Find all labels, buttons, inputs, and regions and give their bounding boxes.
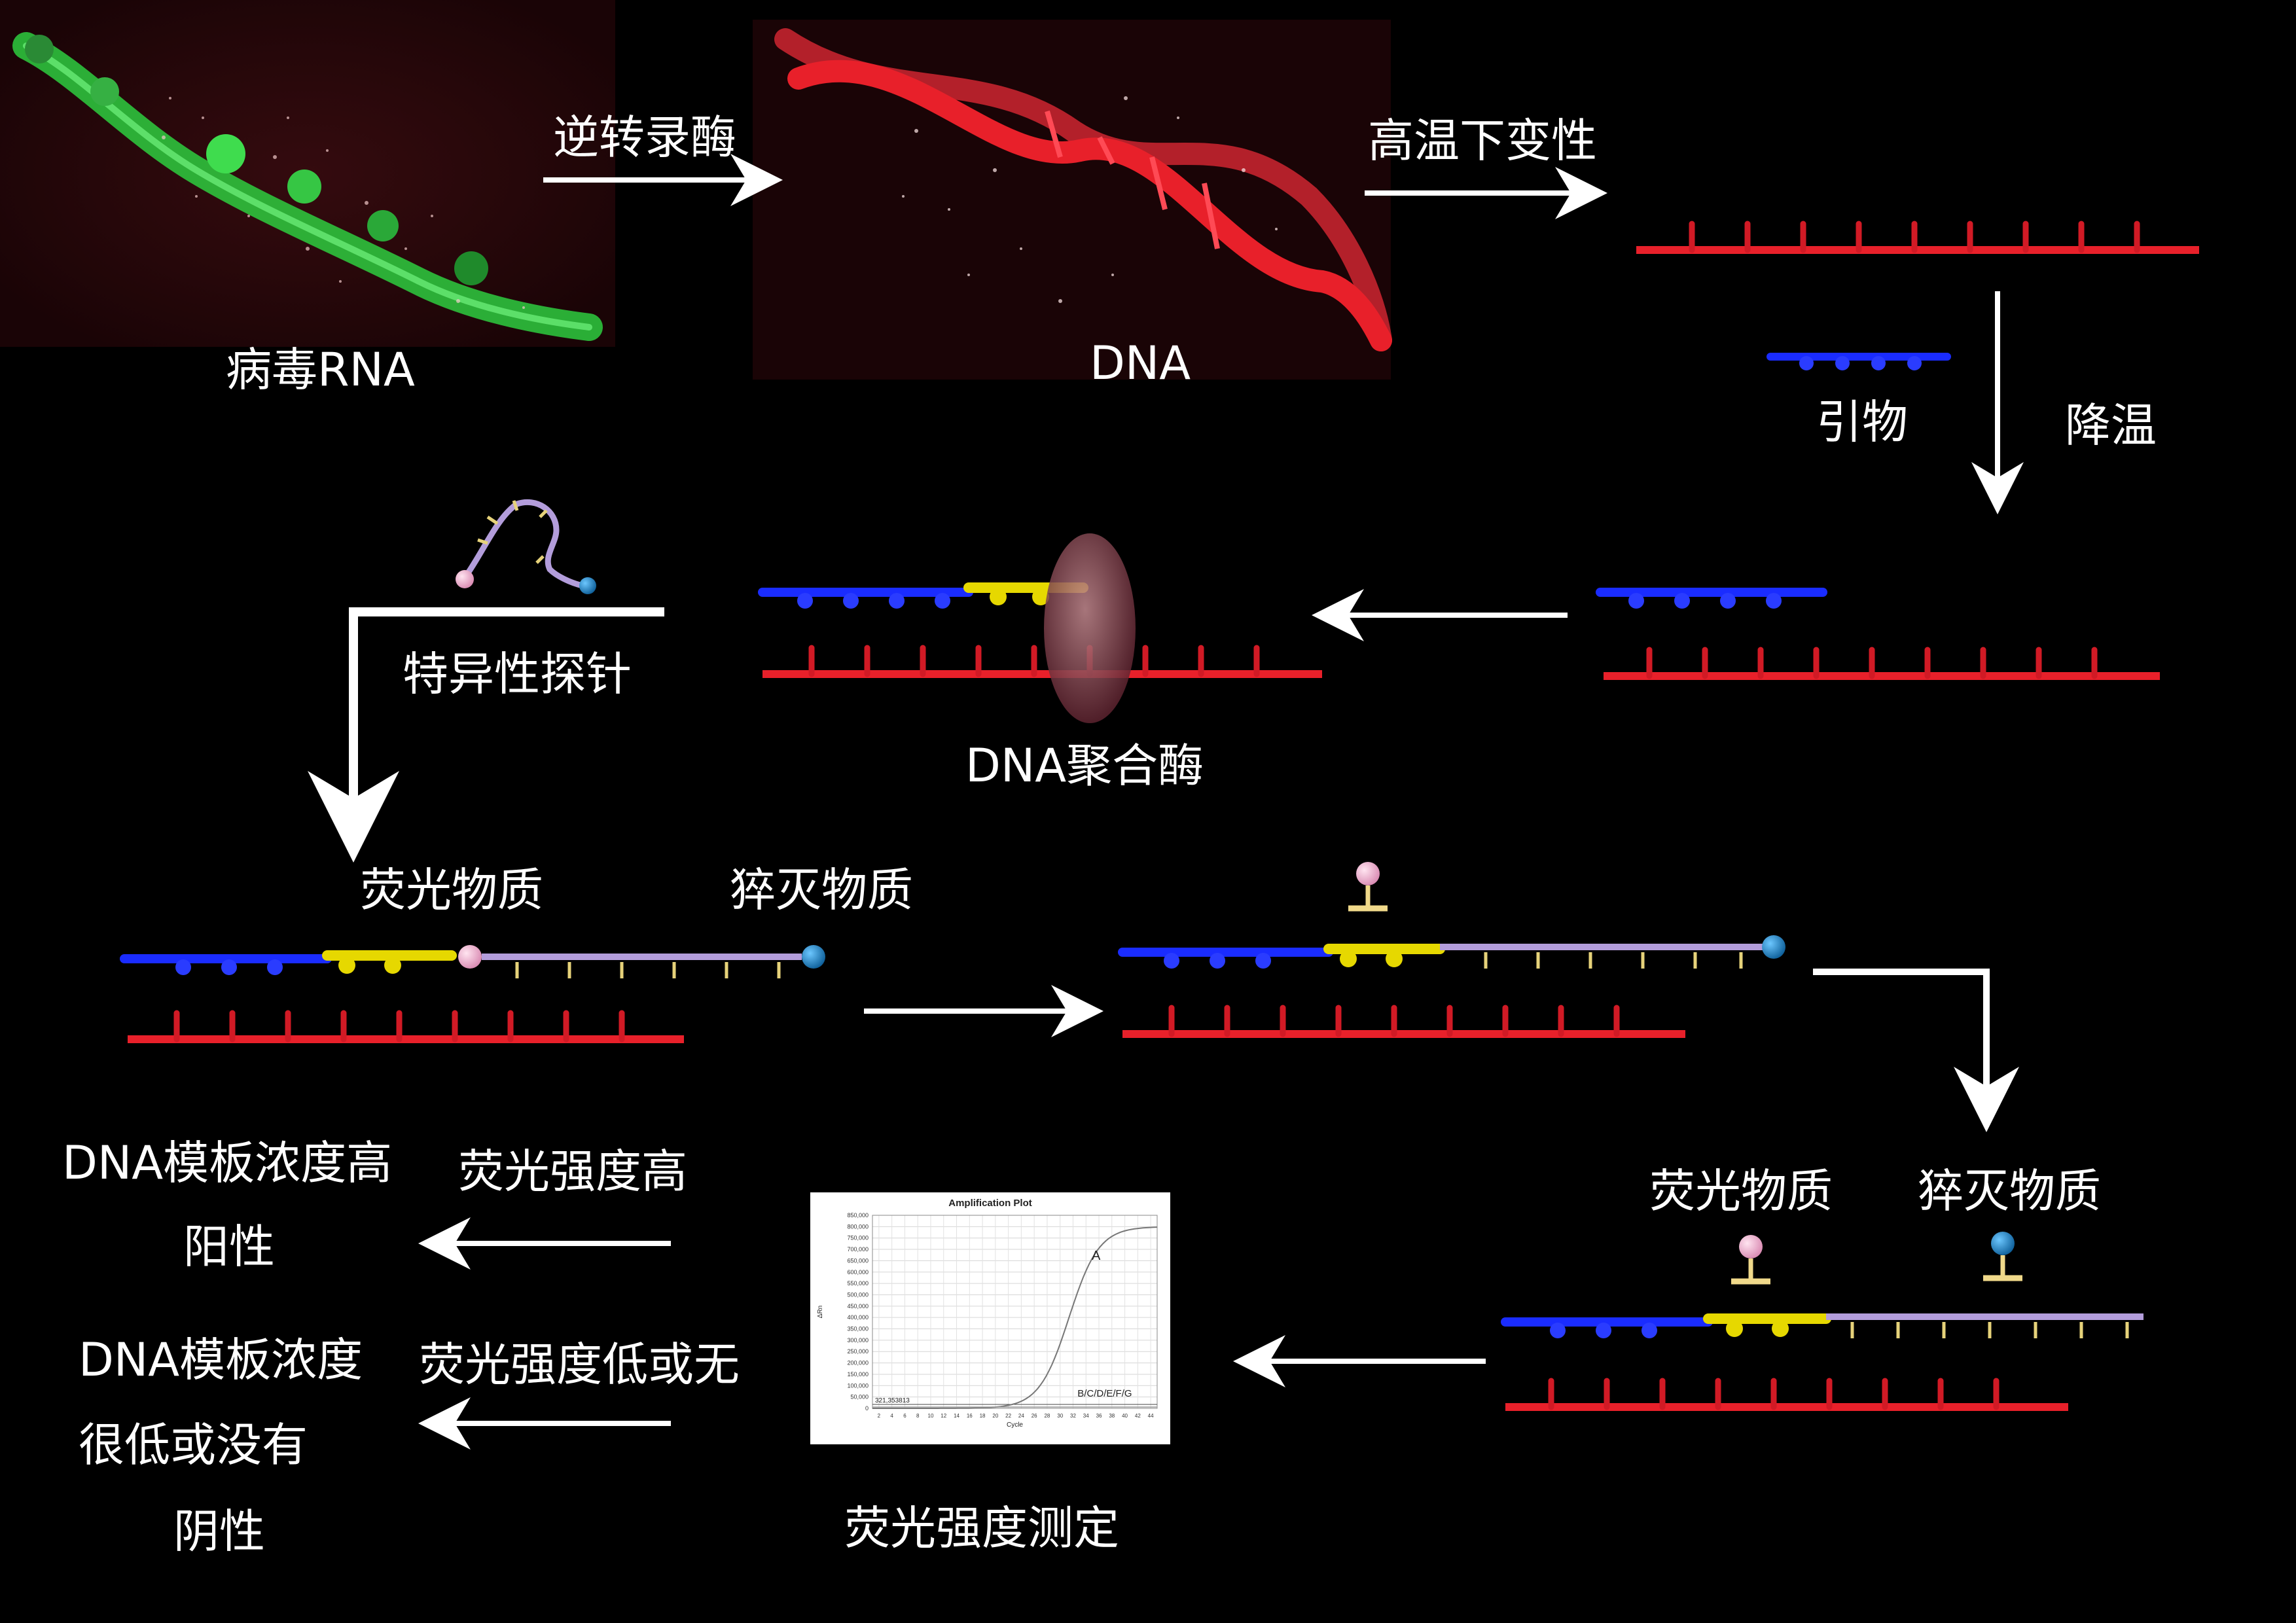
plot-x-tick: 38 (1109, 1413, 1115, 1419)
plot-x-tick: 18 (980, 1413, 986, 1419)
plot-y-tick: 800,000 (847, 1223, 869, 1230)
label-high-fluorescence: 荧光强度高 (458, 1145, 687, 1198)
plot-y-tick: 50,000 (850, 1394, 869, 1400)
label-negative: 阴性 (173, 1505, 265, 1558)
plot-x-tick: 26 (1031, 1413, 1037, 1419)
probe-cleaving (1118, 862, 1785, 1038)
label-reverse-transcriptase: 逆转录酶 (553, 111, 736, 164)
label-viral-rna: 病毒RNA (226, 343, 415, 397)
plot-y-tick: 400,000 (847, 1314, 869, 1321)
label-low-template-1: DNA模板浓度 (79, 1333, 363, 1387)
plot-y-tick: 100,000 (847, 1382, 869, 1389)
primer-image (1767, 353, 1951, 370)
plot-x-tick: 14 (954, 1413, 960, 1419)
plot-y-tick: 700,000 (847, 1246, 869, 1253)
arrow-release (1813, 969, 2019, 1132)
plot-curve-a-label: A (1092, 1249, 1101, 1263)
label-primer: 引物 (1816, 395, 1908, 449)
plot-y-tick: 300,000 (847, 1337, 869, 1344)
plot-curve-others-label: B/C/D/E/F/G (1077, 1388, 1132, 1399)
label-denature: 高温下变性 (1368, 114, 1597, 168)
label-fluorophore-2: 荧光物质 (1649, 1164, 1833, 1218)
released-quencher (1983, 1232, 2022, 1281)
polymerase-extension (758, 533, 1322, 723)
viral-rna-image (0, 0, 615, 347)
plot-x-tick: 34 (1083, 1413, 1089, 1419)
label-measure-fluorescence: 荧光强度测定 (844, 1501, 1119, 1555)
plot-x-tick: 20 (992, 1413, 998, 1419)
plot-x-tick: 12 (941, 1413, 946, 1419)
plot-y-tick: 750,000 (847, 1235, 869, 1241)
probe-hairpin-icon (456, 499, 596, 594)
probe-cleaved (1501, 1232, 2144, 1411)
label-high-template: DNA模板浓度高 (62, 1136, 393, 1190)
released-fluorophore-2 (1731, 1235, 1770, 1285)
plot-curve-a (872, 1226, 1158, 1409)
plot-x-tick: 10 (928, 1413, 934, 1419)
plot-x-tick: 8 (916, 1413, 920, 1419)
label-quencher-2: 猝灭物质 (1918, 1164, 2101, 1218)
plot-y-tick: 550,000 (847, 1280, 869, 1287)
plot-y-tick: 150,000 (847, 1371, 869, 1378)
plot-y-tick: 250,000 (847, 1348, 869, 1355)
plot-x-tick: 30 (1057, 1413, 1063, 1419)
plot-x-tick: 44 (1148, 1413, 1154, 1419)
plot-x-tick: 2 (878, 1413, 881, 1419)
label-positive: 阳性 (183, 1220, 275, 1274)
plot-y-tick: 0 (865, 1405, 869, 1412)
plot-x-tick: 36 (1096, 1413, 1102, 1419)
plot-y-tick: 200,000 (847, 1360, 869, 1366)
plot-y-tick: 450,000 (847, 1303, 869, 1310)
plot-x-tick: 42 (1135, 1413, 1141, 1419)
single-strand-dna (1636, 221, 2199, 254)
label-quencher-1: 猝灭物质 (730, 863, 913, 917)
label-dna-polymerase: DNA聚合酶 (965, 739, 1204, 793)
label-dna: DNA (1090, 336, 1191, 390)
plot-x-tick: 24 (1018, 1413, 1024, 1419)
plot-x-tick: 16 (967, 1413, 973, 1419)
plot-frame (872, 1215, 1158, 1409)
label-fluorophore-1: 荧光物质 (360, 863, 543, 917)
plot-x-tick: 6 (903, 1413, 906, 1419)
plot-x-axis-label: Cycle (1007, 1421, 1023, 1429)
polymerase-enzyme (1044, 533, 1136, 723)
arrow-probe (308, 607, 664, 863)
plot-y-tick: 650,000 (847, 1257, 869, 1264)
label-specific-probe: 特异性探针 (403, 647, 632, 701)
plot-threshold-label: 321,353813 (875, 1397, 910, 1404)
label-low-fluorescence: 荧光强度低或无 (419, 1338, 740, 1391)
plot-chart: 850,000800,000750,000700,000650,000600,0… (817, 1212, 1158, 1429)
dna-helix-image (753, 20, 1392, 380)
plot-x-tick: 4 (890, 1413, 893, 1419)
plot-x-tick: 40 (1122, 1413, 1128, 1419)
label-low-template-2: 很低或没有 (79, 1418, 308, 1472)
released-fluorophore-1 (1348, 862, 1388, 912)
plot-y-axis-label: ΔRn (817, 1306, 824, 1318)
plot-y-tick: 600,000 (847, 1269, 869, 1275)
plot-x-tick: 28 (1044, 1413, 1050, 1419)
annealed-primer-strand (1596, 588, 2160, 680)
probe-bound-intact (120, 945, 825, 1043)
plot-x-tick: 32 (1070, 1413, 1076, 1419)
label-anneal: 降温 (2065, 399, 2157, 452)
plot-y-tick: 350,000 (847, 1326, 869, 1332)
plot-x-tick: 22 (1005, 1413, 1011, 1419)
plot-y-tick: 500,000 (847, 1291, 869, 1298)
plot-title: Amplification Plot (948, 1198, 1032, 1209)
plot-y-tick: 850,000 (847, 1212, 869, 1219)
